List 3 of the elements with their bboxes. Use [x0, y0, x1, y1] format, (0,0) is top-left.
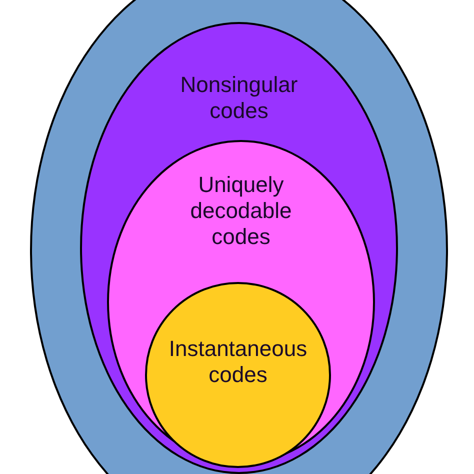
region-label: Uniquely decodable codes [189, 172, 293, 250]
region-label: Nonsingular codes [179, 72, 299, 124]
region-label: Instantaneous codes [168, 336, 308, 388]
